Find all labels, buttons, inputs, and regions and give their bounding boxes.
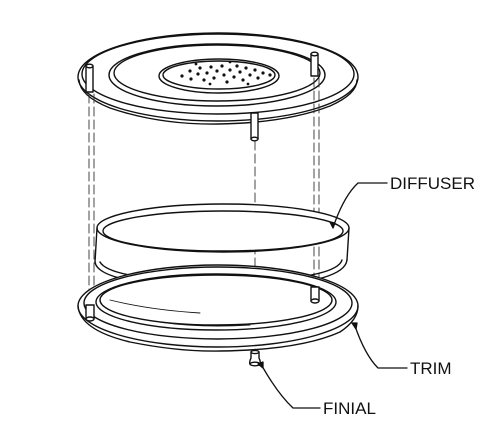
trim-screws — [85, 286, 320, 322]
canopy-plate — [77, 32, 359, 125]
label-trim: TRIM — [410, 359, 452, 378]
leader-lines — [257, 182, 408, 409]
mounting-studs — [85, 51, 319, 142]
label-diffuser: DIFFUSER — [390, 174, 475, 193]
vent-dome — [158, 58, 280, 94]
label-finial: FINIAL — [323, 399, 376, 418]
trim-ring — [77, 264, 359, 352]
vent-holes — [180, 60, 272, 86]
